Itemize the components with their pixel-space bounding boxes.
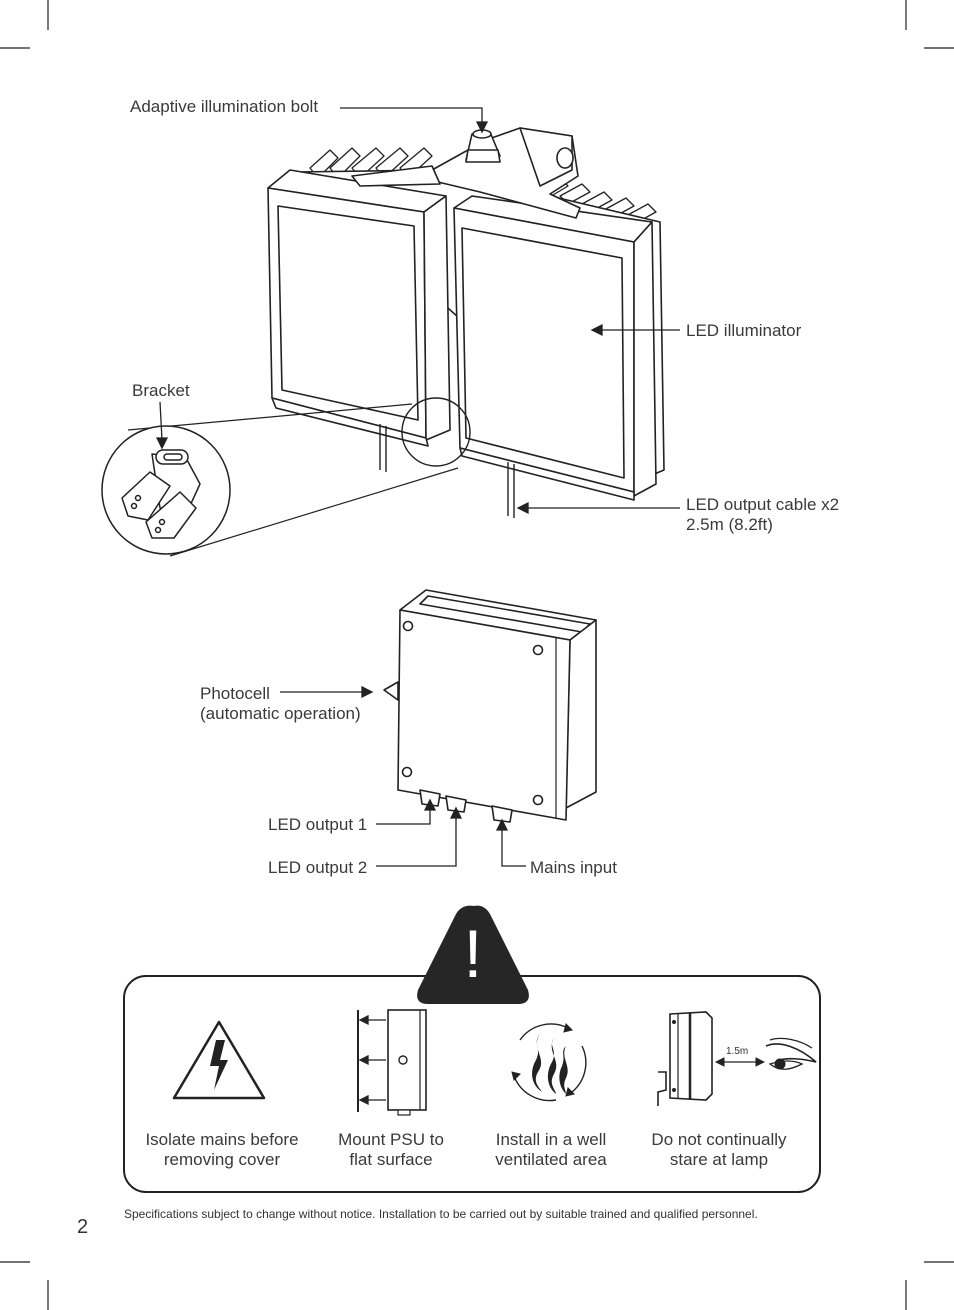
caption-isolate-mains: Isolate mains before removing cover xyxy=(132,1130,312,1170)
bracket-label: Bracket xyxy=(132,381,190,400)
caption-stare: Do not continually stare at lamp xyxy=(638,1130,800,1170)
eye-distance-icon xyxy=(657,1011,817,1106)
led-output-1-label: LED output 1 xyxy=(268,815,368,834)
caption-line: Isolate mains before xyxy=(145,1130,299,1149)
mains-input-label: Mains input xyxy=(530,858,617,877)
led-illuminator-illustration xyxy=(267,127,665,518)
high-voltage-icon xyxy=(172,1020,266,1100)
distance-label: 1.5m xyxy=(726,1046,749,1057)
led-output-2-label: LED output 2 xyxy=(268,858,368,877)
ventilation-icon xyxy=(511,1023,587,1102)
page-number: 2 xyxy=(77,1216,89,1238)
caption-line: ventilated area xyxy=(495,1150,607,1169)
psu-illustration xyxy=(383,589,597,823)
photocell-label-line2: (automatic operation) xyxy=(200,704,361,723)
illuminator-leaders xyxy=(155,107,680,515)
caption-line: removing cover xyxy=(163,1150,281,1169)
psu-leaders xyxy=(280,685,526,867)
photocell-label-line1: Photocell xyxy=(200,684,270,703)
warning-triangle-icon xyxy=(417,905,529,1004)
cable-label-line1: LED output cable x2 xyxy=(686,495,840,514)
caption-line: Do not continually xyxy=(651,1130,787,1149)
footer-disclaimer: Specifications subject to change without… xyxy=(124,1207,758,1221)
caption-line: Install in a well xyxy=(495,1130,607,1149)
caption-mount-psu: Mount PSU to flat surface xyxy=(316,1130,466,1170)
exclamation-mark: ! xyxy=(463,916,483,992)
bracket-detail xyxy=(101,403,459,557)
caption-ventilation: Install in a well ventilated area xyxy=(476,1130,626,1170)
caption-line: Mount PSU to xyxy=(338,1130,444,1149)
led-illuminator-label: LED illuminator xyxy=(686,321,802,340)
caption-line: flat surface xyxy=(349,1150,433,1169)
cable-glands xyxy=(419,789,513,823)
caption-line: stare at lamp xyxy=(669,1150,769,1169)
bolt-label: Adaptive illumination bolt xyxy=(130,97,319,116)
wall-mount-icon xyxy=(357,1009,427,1116)
cable-label-line2: 2.5m (8.2ft) xyxy=(686,515,773,534)
